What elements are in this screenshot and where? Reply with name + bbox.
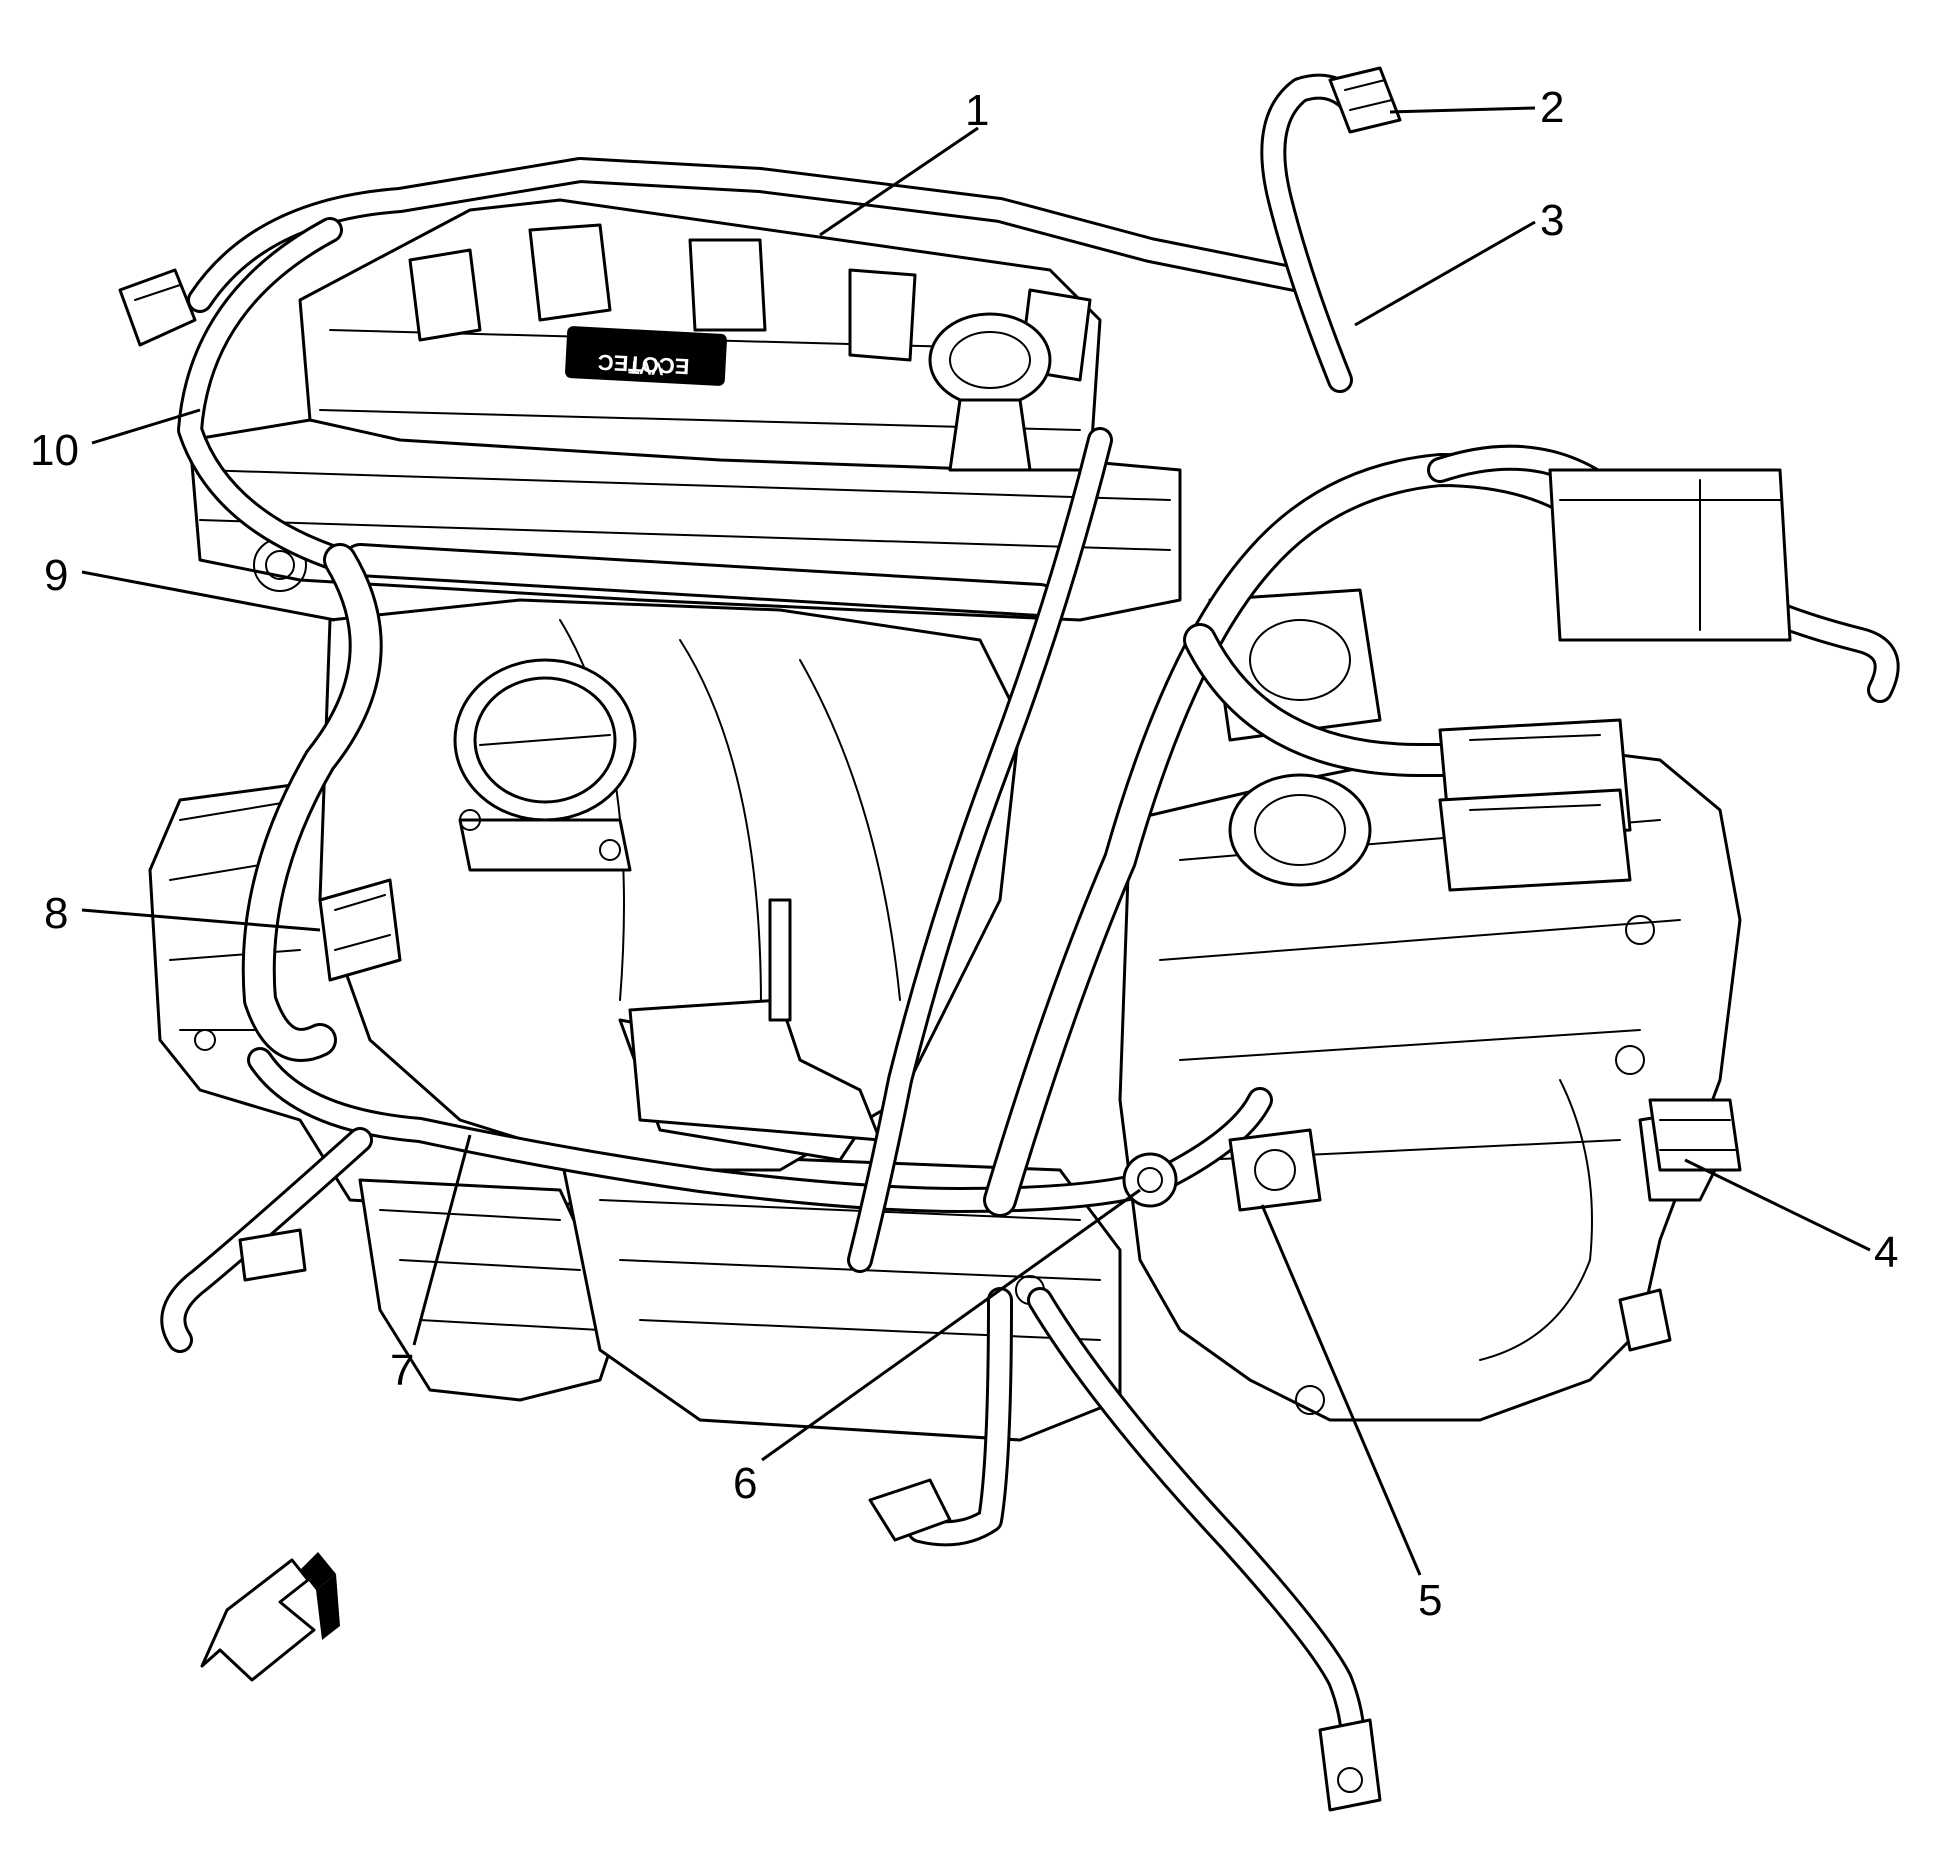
callout-7: 7 bbox=[390, 1346, 414, 1395]
callout-2: 2 bbox=[1540, 83, 1564, 132]
callout-3: 3 bbox=[1540, 196, 1564, 245]
callout-6: 6 bbox=[733, 1459, 757, 1508]
engine-cover-logo-vvt: VVT bbox=[628, 357, 664, 379]
fuel-rail bbox=[343, 543, 1057, 617]
oil-filler-cap bbox=[928, 312, 1052, 472]
throttle-body bbox=[453, 658, 637, 872]
callout-5: 5 bbox=[1418, 1576, 1442, 1625]
connector-item-2 bbox=[1328, 66, 1402, 134]
callout-1: 1 bbox=[965, 86, 989, 135]
ground-stud-item-6 bbox=[1122, 1152, 1178, 1208]
transaxle-connector-item-4 bbox=[1648, 1098, 1742, 1172]
engine-wiring-harness bbox=[160, 73, 1900, 1793]
cam-cover: ECOTEC VVT bbox=[298, 198, 1102, 472]
callout-10: 10 bbox=[30, 426, 79, 475]
engine-cover-logo: ECOTEC bbox=[597, 349, 690, 379]
connector-bottom-sensor bbox=[1318, 1718, 1382, 1812]
callouts: 1 2 3 4 5 6 7 8 9 10 bbox=[30, 83, 1898, 1625]
callout-4: 4 bbox=[1874, 1228, 1898, 1277]
transaxle-housing bbox=[1118, 738, 1742, 1422]
leader-lines bbox=[81, 106, 1871, 1576]
callout-8: 8 bbox=[44, 889, 68, 938]
ecm-connector bbox=[1438, 468, 1792, 892]
connector-item-8 bbox=[318, 878, 402, 982]
connector-bottom-left bbox=[238, 1228, 307, 1282]
callout-9: 9 bbox=[44, 551, 68, 600]
connector-item-5 bbox=[1228, 1128, 1322, 1212]
front-direction-arrow-icon bbox=[200, 1552, 340, 1682]
ignition-coil bbox=[408, 223, 1092, 382]
connector-top-left bbox=[118, 268, 197, 347]
connector-bottom-center bbox=[868, 1478, 952, 1542]
pcv-bracket bbox=[628, 898, 882, 1142]
